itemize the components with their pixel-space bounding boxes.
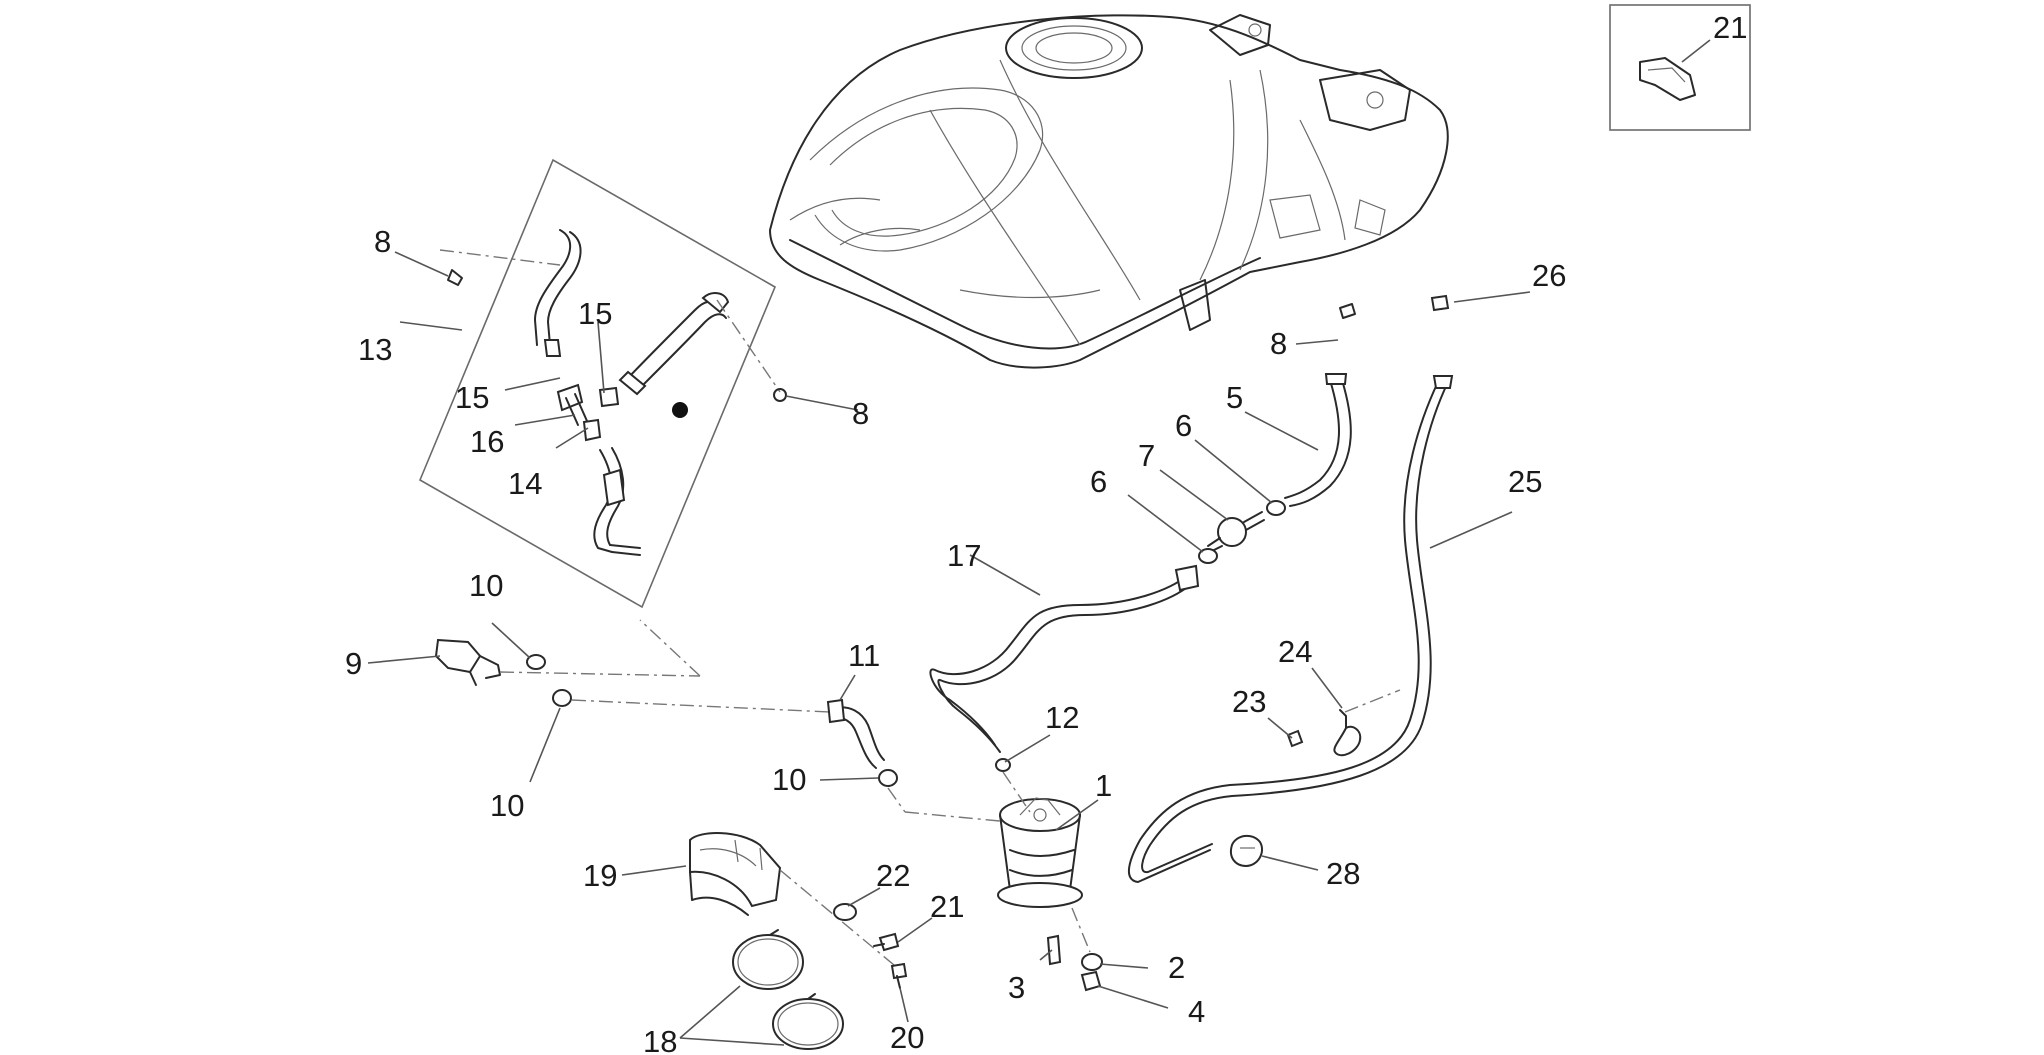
clamp-4 xyxy=(1080,970,1102,992)
callout-8-middle: 8 xyxy=(852,396,869,431)
callout-15-lower: 15 xyxy=(455,380,489,415)
callout-9: 9 xyxy=(345,646,362,681)
callout-19: 19 xyxy=(583,858,617,893)
callout-1: 1 xyxy=(1095,768,1112,803)
callout-5: 5 xyxy=(1226,380,1243,415)
callout-18: 18 xyxy=(643,1024,677,1055)
callout-17: 17 xyxy=(947,538,981,573)
callout-10-upper: 10 xyxy=(469,568,503,603)
clamp-2 xyxy=(1081,953,1103,971)
callout-15-upper: 15 xyxy=(578,296,612,331)
callout-25: 25 xyxy=(1508,464,1542,499)
callout-4: 4 xyxy=(1188,994,1205,1029)
clamp-6-lower xyxy=(1198,548,1218,564)
callout-20: 20 xyxy=(890,1020,924,1055)
callout-26: 26 xyxy=(1532,258,1566,293)
clamp-10-lower xyxy=(878,769,898,787)
callout-14: 14 xyxy=(508,466,542,501)
clamp-10-upper xyxy=(526,654,546,670)
callout-10-middle: 10 xyxy=(772,762,806,797)
callout-28: 28 xyxy=(1326,856,1360,891)
clip-8-middle xyxy=(773,388,787,402)
clip-26 xyxy=(1430,294,1450,312)
inset-frame-27 xyxy=(1609,4,1751,131)
callout-21: 21 xyxy=(930,889,964,924)
hose-17 xyxy=(929,574,1189,746)
hose-5 xyxy=(1284,379,1340,499)
bracket-19 xyxy=(689,832,782,916)
callout-2: 2 xyxy=(1168,950,1185,985)
callout-16: 16 xyxy=(470,424,504,459)
callout-24: 24 xyxy=(1278,634,1312,669)
valve-7 xyxy=(1207,511,1265,553)
callout-27: 21 xyxy=(1713,10,1747,45)
fuel-tank xyxy=(769,14,1449,369)
washer-22 xyxy=(833,903,857,921)
callout-7: 7 xyxy=(1138,438,1155,473)
clamp-28 xyxy=(1230,834,1264,868)
callout-6-lower: 6 xyxy=(1090,464,1107,499)
clip-8-right xyxy=(1339,303,1356,319)
canister-1 xyxy=(997,797,1083,908)
hose-25 xyxy=(1127,381,1439,883)
callout-13: 13 xyxy=(358,332,392,367)
callout-10-lower: 10 xyxy=(490,788,524,823)
hose-clamps-18 xyxy=(732,929,844,1050)
clamp-10-middle xyxy=(552,689,572,707)
callout-6-upper: 6 xyxy=(1175,408,1192,443)
callout-3: 3 xyxy=(1008,970,1025,1005)
inset-frame-13 xyxy=(418,158,777,609)
clip-8-left xyxy=(447,269,463,286)
pin-3 xyxy=(1046,934,1062,966)
screw-20 xyxy=(890,962,908,989)
callout-8-left: 8 xyxy=(374,224,391,259)
clip-27 xyxy=(1639,57,1696,101)
callout-22: 22 xyxy=(876,858,910,893)
reference-dot xyxy=(672,402,688,418)
sensor-9 xyxy=(434,638,501,686)
breather-hose-assembly xyxy=(534,229,730,556)
screw-21 xyxy=(873,932,900,952)
clamp-6-upper xyxy=(1266,500,1286,516)
bracket-24 xyxy=(1333,709,1362,757)
callout-23: 23 xyxy=(1232,684,1266,719)
callout-12: 12 xyxy=(1045,700,1079,735)
callout-11: 11 xyxy=(848,638,880,673)
screw-23 xyxy=(1286,729,1304,748)
callout-8-right: 8 xyxy=(1270,326,1287,361)
hose-11 xyxy=(826,698,885,769)
